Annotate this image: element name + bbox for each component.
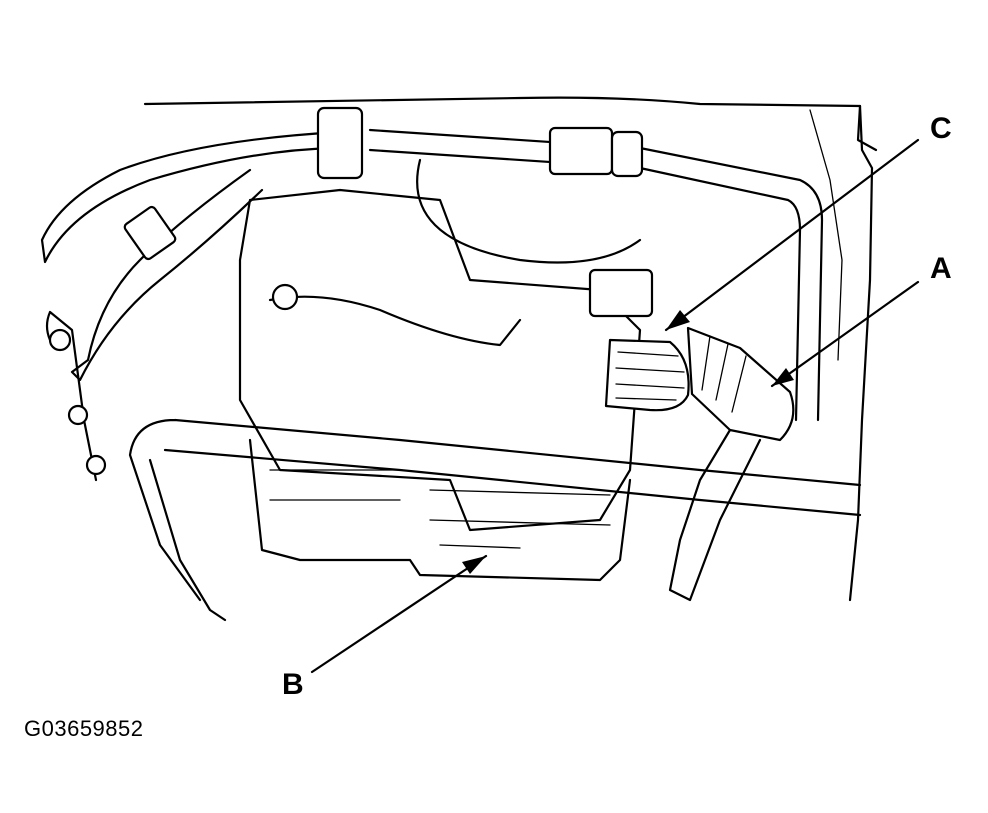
right-inner-panel [809,109,843,361]
bolt-2 [67,404,89,426]
left-coolant-hose [40,130,342,264]
callout-line-A [770,280,920,388]
callout-line-C [664,138,920,332]
callout-arrow-A [772,368,794,386]
hose-A-body [686,326,795,442]
hose-A-ribs [701,335,747,413]
horizontal-cross-pipe [128,418,862,602]
canister-body-B [248,438,632,582]
bolt-3 [85,454,107,476]
vacuum-line [268,295,522,347]
callout-label-C: C [930,112,952,145]
bolt-1 [48,328,72,352]
callout-arrow-C [666,310,690,330]
right-body-panel [848,104,874,602]
hose-C-cap-texture [615,351,685,401]
callout-label-B: B [282,668,304,701]
upper-fuel-tube [368,128,824,422]
top-clamp [316,106,364,180]
thin-hose [416,158,642,264]
hose-C-cap [604,338,690,412]
horizontal-cross-pipe-lower [163,448,862,517]
left-wiring-harness [70,168,264,382]
hose-clip [271,283,299,311]
left-connector [123,205,177,261]
lower-left-pipe [148,458,227,622]
figure-id: G03659852 [24,716,144,741]
callout-line-B [310,554,488,674]
right-connector [588,268,654,318]
callout-arrow-B [462,556,486,574]
left-bracket [45,310,98,482]
tube-fitting [610,130,644,178]
top-connector [548,126,614,176]
callout-label-A: A [930,252,952,285]
canister-ribs [269,469,611,549]
upper-panel-edge [143,96,878,152]
central-component-outline [238,188,642,532]
lower-hose [668,428,762,602]
